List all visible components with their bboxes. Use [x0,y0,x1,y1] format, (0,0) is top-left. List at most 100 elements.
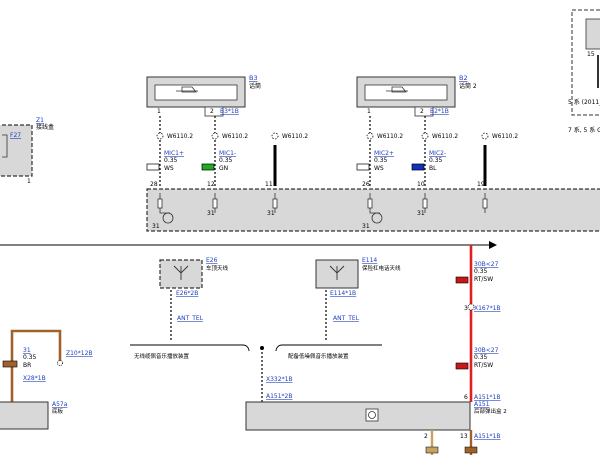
amp-icon [371,212,383,224]
svg-text:车顶天线: 车顶天线 [206,264,229,272]
svg-text:7 系, 5 系 GT: 7 系, 5 系 GT [568,126,600,134]
control-unit-a57a[interactable]: A57a 底板 [0,401,68,430]
antenna-icon [173,265,189,280]
telephone-module[interactable]: 31 31 31 31 31 [146,188,600,232]
wire1-color: WS [164,165,174,172]
svg-text:E26: E26 [206,257,218,264]
svg-text:12: 12 [207,181,215,188]
bottom-wires: 2 13 A151*1B [424,430,501,455]
svg-text:30B<27: 30B<27 [474,261,499,268]
mic1-ref[interactable]: B3 [249,74,258,82]
label-with-module: 配备低噪佩音乐播放装置 [288,352,349,360]
splice-label-2: W6110.2 [222,134,248,140]
splice-label-5: W6110.2 [432,134,458,140]
svg-text:1: 1 [27,178,31,185]
mic2-ref[interactable]: B2 [459,74,468,82]
mic1-conn[interactable]: B3*1B [220,108,239,115]
svg-text:RT/SW: RT/SW [474,362,493,369]
svg-text:E114*1B: E114*1B [330,290,356,297]
z1-ref: Z1 [36,117,44,124]
svg-text:31: 31 [207,210,215,217]
splice-label-1: W6110.2 [167,134,193,140]
mic2-conn[interactable]: B2*1B [430,108,449,115]
label-wireless: 无线缆佩音乐播放装置 [134,352,190,360]
wire1-size: 0.35 [164,157,178,164]
antenna-roof[interactable]: E26 车顶天线 E26*2B ANT_TEL [159,257,229,322]
svg-text:0.35: 0.35 [474,268,488,275]
svg-text:5 系 (2011_: 5 系 (2011_ [568,98,600,106]
wire-group [159,116,487,186]
wire2-color-swatch [201,163,215,171]
svg-text:13: 13 [460,433,468,440]
wire1-color-swatch [146,163,160,171]
svg-text:10: 10 [417,181,425,188]
wire4-color-swatch [356,163,370,171]
svg-text:15: 15 [587,51,595,58]
microphone-icon [386,86,408,93]
wire1-signal: MIC1+ [164,150,184,157]
svg-text:30B<27: 30B<27 [474,347,499,354]
svg-text:31: 31 [362,223,370,230]
wire2-signal: MIC1- [219,150,236,157]
microphone-icon [176,86,198,93]
wire-labels: MIC1+ 0.35 WS MIC1- 0.35 GN MIC2+ 0.35 W… [146,150,446,172]
svg-text:31: 31 [417,210,425,217]
z1-name: 接线盒 [36,123,54,131]
gear-icon [368,411,376,419]
mic2-name: 话筒 2 [459,82,477,90]
svg-text:X332*1B: X332*1B [266,376,293,383]
svg-text:ANT_TEL: ANT_TEL [333,315,360,322]
wire4-size: 0.35 [374,157,388,164]
mic1-pin-left: 1 [157,108,161,115]
svg-text:E114: E114 [362,257,377,264]
antenna-bumper[interactable]: E114 保险杠电话天线 E114*1B ANT_TEL [315,257,401,322]
svg-text:A57a: A57a [52,401,68,408]
mic2-pin-left: 1 [367,108,371,115]
wire4-signal: MIC2+ [374,150,394,157]
antenna-icon [329,265,345,280]
wire5-color-swatch [411,163,425,171]
wire4-color: WS [374,165,384,172]
wire5-signal: MIC2- [429,150,446,157]
svg-text:0.35: 0.35 [474,354,488,361]
svg-text:0.35: 0.35 [23,354,37,361]
wire5-color: BL [429,165,437,172]
svg-text:A151*1B: A151*1B [474,394,501,401]
svg-text:ANT_TEL: ANT_TEL [177,315,204,322]
svg-text:31: 31 [152,223,160,230]
mic1-pin-right: 2 [210,108,214,115]
splice-markers [156,132,489,140]
svg-text:后部弹出盒 2: 后部弹出盒 2 [474,407,507,415]
svg-text:28: 28 [150,181,158,188]
splice-label-4: W6110.2 [377,134,403,140]
ground-wire-brown: 31 0.35 BR Z10*12B X28*1B [2,329,93,402]
svg-text:RT/SW: RT/SW [474,276,493,283]
svg-text:6: 6 [464,394,468,401]
svg-text:2: 2 [424,433,428,440]
microphone-2[interactable]: B2 话筒 2 B2*1B 1 2 [356,74,477,117]
svg-text:A151*2B: A151*2B [266,393,293,400]
svg-text:保险杠电话天线: 保险杠电话天线 [362,264,401,272]
microphone-1[interactable]: B3 话筒 B3*1B 1 2 [146,74,261,117]
svg-text:底板: 底板 [52,407,64,415]
svg-text:Z10*12B: Z10*12B [66,350,93,357]
module-pin-numbers: 28 12 11 26 10 19 [150,181,485,188]
svg-text:X167*1B: X167*1B [474,305,501,312]
svg-text:31: 31 [23,347,31,354]
wire2-color: GN [219,165,228,172]
svg-text:X28*1B: X28*1B [23,375,46,382]
module-a151[interactable]: A151 后部弹出盒 2 [245,401,507,431]
amp-icon [162,212,174,224]
wire2-size: 0.35 [219,157,233,164]
splice-label-6: W6110.2 [492,134,518,140]
junction-box-z1[interactable]: Z1 接线盒 F27 1 [0,117,54,185]
svg-text:E26*2B: E26*2B [176,290,198,297]
svg-text:26: 26 [362,181,370,188]
svg-text:31: 31 [267,210,275,217]
svg-text:BR: BR [23,362,31,369]
mic2-pin-right: 2 [420,108,424,115]
z1-link: F27 [10,132,21,139]
svg-text:A151*1B: A151*1B [474,433,501,440]
wire5-size: 0.35 [429,157,443,164]
